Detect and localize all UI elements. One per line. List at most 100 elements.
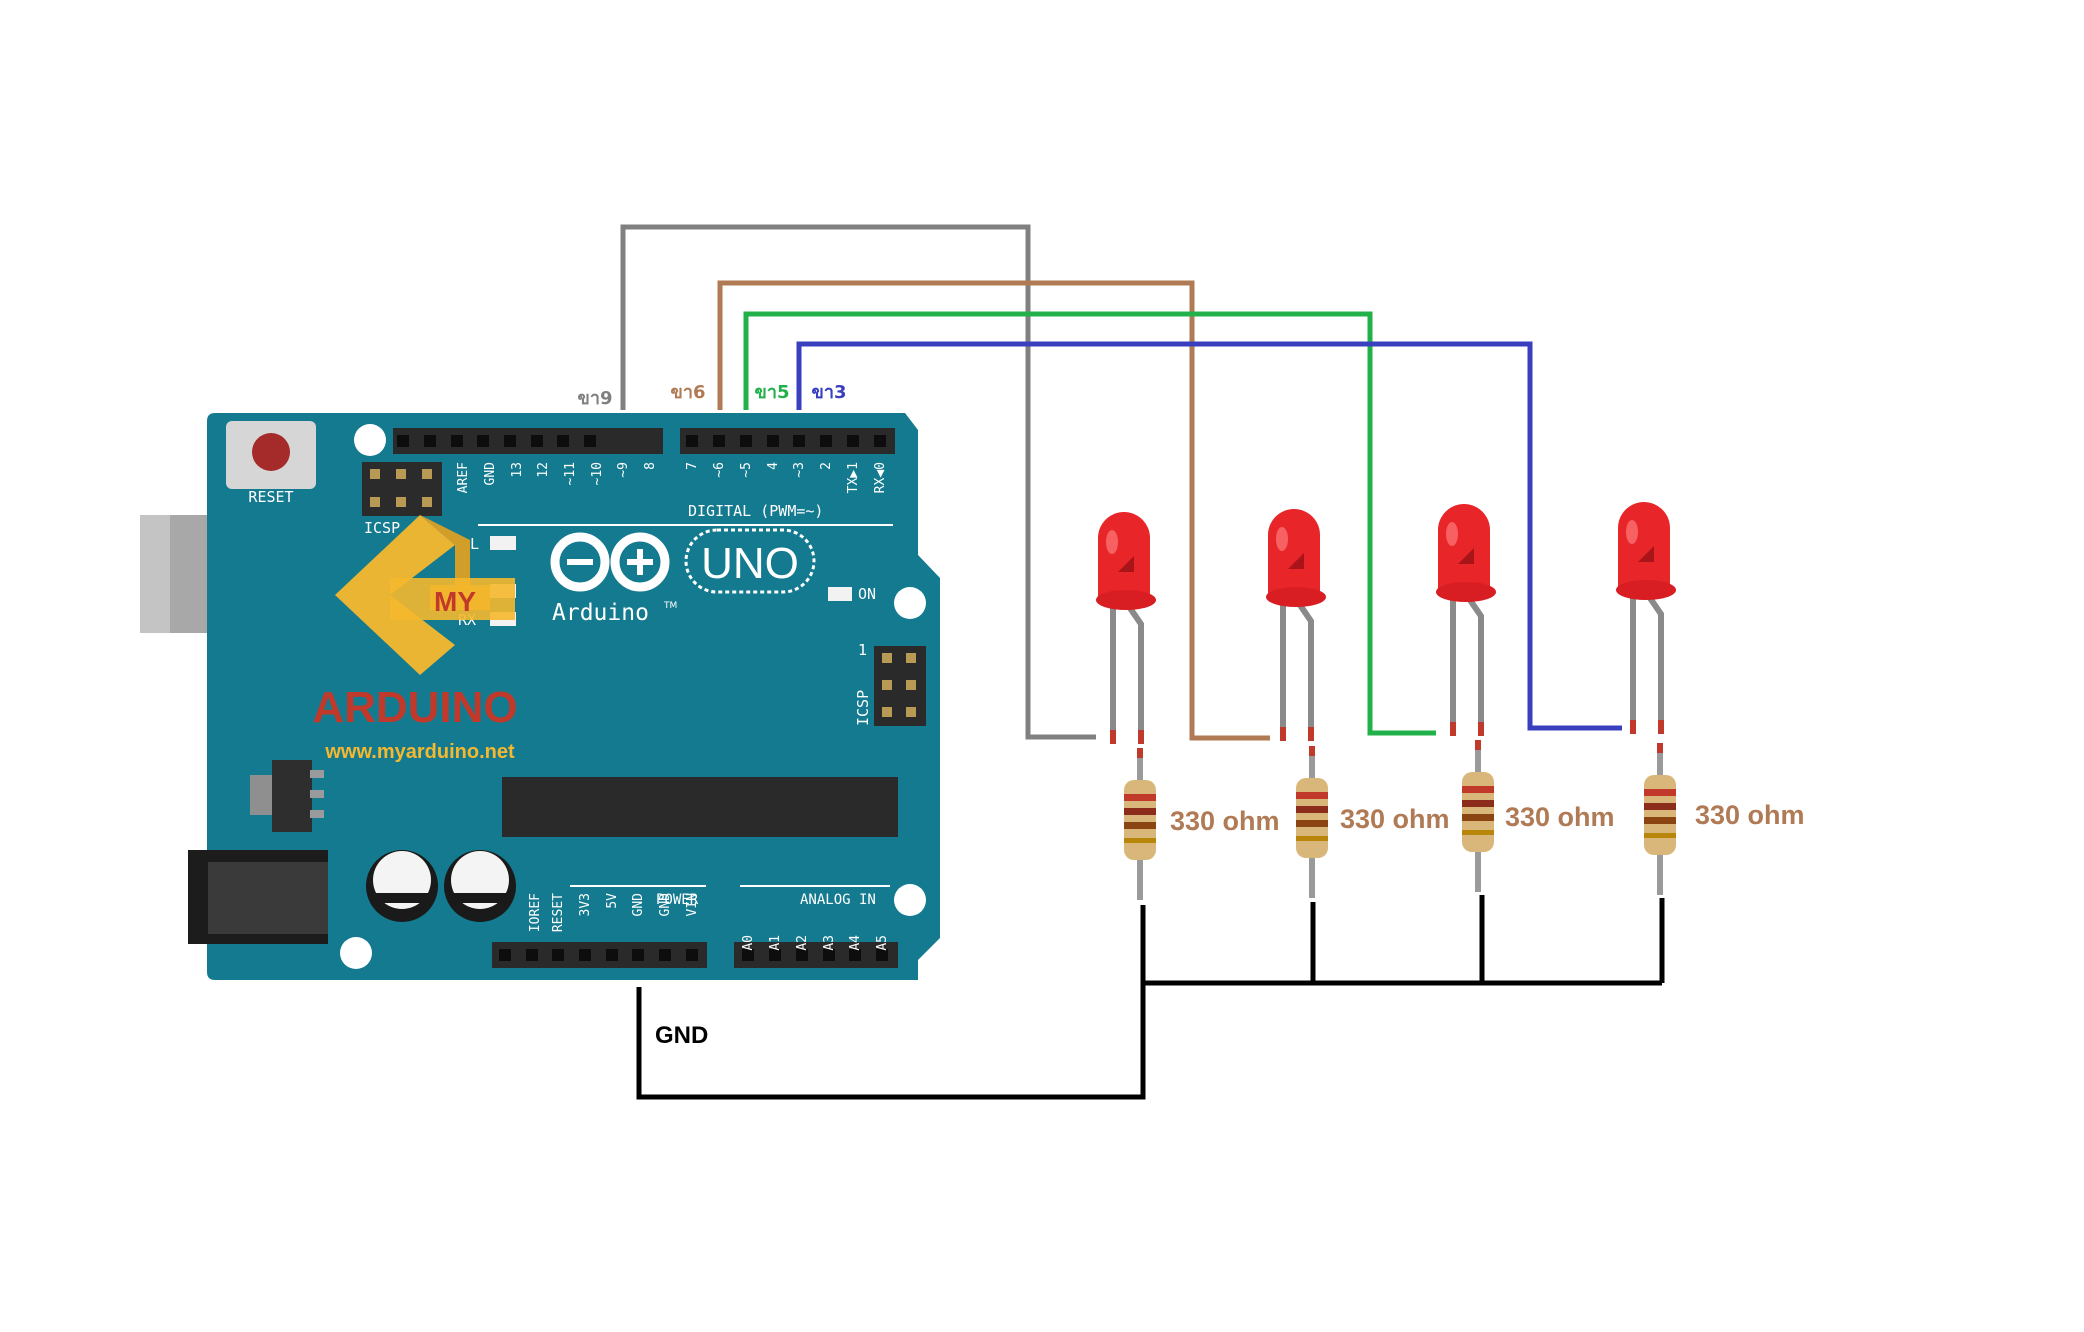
header-pin-label: GND (631, 893, 646, 917)
led-leg (1127, 606, 1144, 744)
wire-pin9 (620, 224, 1096, 740)
header-pin-label: TX▶1 (846, 462, 861, 493)
mount-hole (894, 587, 926, 619)
header-digital-high (393, 428, 663, 454)
header-pin (713, 435, 725, 447)
resistor-value-label: 330 ohm (1340, 804, 1450, 834)
header-pin-label: A2 (795, 935, 810, 951)
header-pin (579, 949, 591, 961)
header-pin-label: ~5 (739, 462, 754, 478)
wire-gnd-main (636, 905, 1146, 1100)
header-pin (823, 949, 835, 961)
header-pin-label: VIN (685, 893, 700, 916)
l-label: L (470, 535, 479, 553)
header-pin (820, 435, 832, 447)
icsp2-pin1-label: 1 (858, 641, 867, 659)
led-on (828, 587, 852, 601)
led-resistor-unit: 330 ohm (1616, 502, 1805, 895)
myarduino-watermark: MY ARDUINO www.myarduino.net (312, 515, 518, 763)
header-pin-label: 13 (510, 462, 525, 478)
header-power (492, 942, 707, 968)
wire-pin3 (796, 341, 1622, 731)
capacitor (366, 850, 438, 922)
header-pin (606, 949, 618, 961)
icsp2-label: ICSP (854, 690, 872, 726)
header-pin (874, 435, 886, 447)
reset-button-cap (252, 433, 290, 471)
header-pin-label: 2 (819, 462, 834, 470)
resistor-330ohm (1124, 780, 1156, 860)
header-pin-label: A3 (822, 935, 837, 951)
header-analog (734, 942, 898, 968)
header-pin-label: A0 (741, 935, 756, 951)
wire-pin5 (743, 311, 1436, 736)
pin9-label: ขา9 (578, 388, 613, 409)
brand-label: Arduino (552, 600, 649, 626)
trademark-mark: TM (663, 601, 677, 611)
resistor-330ohm (1644, 775, 1676, 855)
red-led (1096, 512, 1156, 610)
capacitor (444, 850, 516, 922)
header-pin (552, 949, 564, 961)
header-pin (740, 435, 752, 447)
red-led (1266, 509, 1326, 607)
header-pin (632, 949, 644, 961)
mount-hole (340, 937, 372, 969)
header-pin-label: GND (658, 893, 673, 917)
header-pin (531, 435, 543, 447)
header-digital-low (680, 428, 895, 454)
header-pin-label: ~6 (712, 462, 727, 478)
resistor-value-label: 330 ohm (1170, 806, 1280, 836)
header-pin-label: RESET (551, 893, 566, 932)
digital-label: DIGITAL (PWM=~) (688, 502, 823, 520)
header-pin (876, 949, 888, 961)
header-pin (451, 435, 463, 447)
header-pin (767, 435, 779, 447)
header-pin-label: ~3 (792, 462, 807, 478)
resistor-330ohm (1462, 772, 1494, 852)
power-label: POWER (656, 892, 699, 908)
watermark-url: www.myarduino.net (324, 741, 515, 763)
led-leg (1297, 603, 1314, 741)
arduino-logo-icon (550, 532, 670, 592)
header-pin-label: IOREF (528, 893, 543, 932)
header-pin (742, 949, 754, 961)
header-pin-label: 12 (536, 462, 551, 478)
pin3-label: ขา3 (812, 382, 847, 403)
reset-label: RESET (248, 488, 293, 506)
analog-label: ANALOG IN (800, 892, 876, 908)
icsp-label: ICSP (364, 519, 400, 537)
resistor-330ohm (1296, 778, 1328, 858)
header-pin (397, 435, 409, 447)
header-pin-label: 3V3 (578, 893, 593, 916)
header-pin-label: 7 (685, 462, 700, 470)
microcontroller-chip (502, 777, 898, 837)
red-led (1616, 502, 1676, 600)
header-pin (769, 949, 781, 961)
header-pin-label: ~9 (616, 462, 631, 478)
header-pin-label: 5V (605, 893, 620, 909)
watermark-my: MY (434, 586, 476, 617)
header-pin (584, 435, 596, 447)
header-pin-label: A4 (848, 935, 863, 951)
header-pin-label: ~10 (590, 462, 605, 485)
mount-hole (354, 424, 386, 456)
header-pin-label: GND (483, 462, 498, 486)
header-pin (526, 949, 538, 961)
header-pin-label: ~11 (563, 462, 578, 485)
header-pin (847, 435, 859, 447)
header-pin (659, 949, 671, 961)
watermark-logo-icon (335, 515, 455, 675)
header-pin-label: 8 (643, 462, 658, 470)
header-pin (686, 949, 698, 961)
wire-pin6 (717, 280, 1270, 741)
led-resistor-unit: 330 ohm (1436, 504, 1615, 892)
watermark-arduino: ARDUINO (312, 683, 517, 732)
mount-hole (894, 884, 926, 916)
gnd-label: GND (655, 1022, 708, 1049)
led-resistor-unit: 330 ohm (1266, 509, 1450, 898)
pin5-label: ขา5 (755, 382, 790, 403)
led-l (490, 536, 516, 550)
